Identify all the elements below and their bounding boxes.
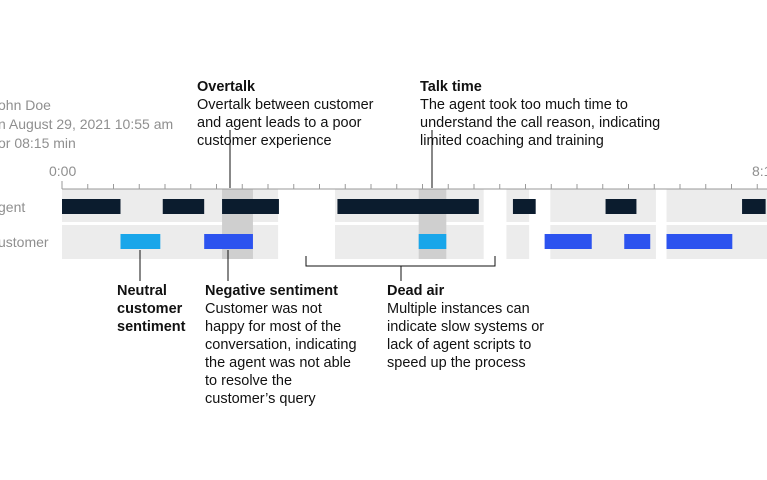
dead-air-gap — [483, 189, 507, 259]
dead-air-gap — [655, 189, 667, 259]
dead-air-line: speed up the process — [387, 355, 526, 371]
talk-time-line: understand the call reason, indicating — [420, 115, 661, 131]
customer-negative-bar — [666, 234, 733, 249]
agent-speech-bar — [222, 199, 279, 214]
customer-negative-bar — [544, 234, 592, 249]
customer-neutral-bar — [120, 234, 161, 249]
dead-air-gap — [278, 189, 335, 259]
dead-air-annotation: Dead air Multiple instances can indicate… — [387, 282, 544, 372]
dead-air-line: Multiple instances can — [387, 301, 530, 317]
agent-speech-bar — [162, 199, 205, 214]
agent-speech-bar — [62, 199, 121, 214]
overtalk-annotation: Overtalk Overtalk between customer and a… — [197, 78, 374, 150]
neutral-annotation: Neutral customer sentiment — [117, 282, 186, 336]
negative-line: conversation, indicating — [205, 337, 357, 353]
caller-name: ohn Doe — [0, 97, 51, 113]
negative-line: Customer was not — [205, 301, 322, 317]
overtalk-line: Overtalk between customer — [197, 97, 374, 113]
agent-speech-bar — [742, 199, 766, 214]
dead-air-title: Dead air — [387, 283, 445, 299]
agent-speech-bar — [605, 199, 637, 214]
customer-negative-bar — [624, 234, 651, 249]
neutral-title-line: customer — [117, 301, 183, 317]
agent-row-label: gent — [0, 199, 26, 215]
talk-time-title: Talk time — [420, 79, 482, 95]
customer-negative-bar — [204, 234, 253, 249]
negative-line: customer’s query — [205, 391, 316, 407]
negative-line: to resolve the — [205, 373, 293, 389]
agent-speech-bar — [337, 199, 479, 214]
call-duration: or 08:15 min — [0, 135, 76, 151]
talk-time-line: The agent took too much time to — [420, 97, 628, 113]
row-separator — [62, 222, 767, 225]
overtalk-line: and agent leads to a poor — [197, 115, 362, 131]
overtalk-title: Overtalk — [197, 79, 256, 95]
neutral-title-line: sentiment — [117, 319, 186, 335]
dead-air-line: indicate slow systems or — [387, 319, 545, 335]
timeline-end-label: 8:1 — [752, 163, 767, 179]
neutral-title-line: Neutral — [117, 283, 167, 299]
talk-time-annotation: Talk time The agent took too much time t… — [420, 78, 660, 150]
agent-speech-bar — [512, 199, 536, 214]
timeline-start-label: 0:00 — [49, 163, 77, 179]
talk-time-line: limited coaching and training — [420, 133, 604, 149]
negative-annotation: Negative sentiment Customer was not happ… — [205, 282, 357, 408]
dead-air-line: lack of agent scripts to — [387, 337, 532, 353]
negative-line: the agent was not able — [205, 355, 351, 371]
call-date: n August 29, 2021 10:55 am — [0, 116, 174, 132]
customer-row-label: ustomer — [0, 234, 49, 250]
negative-title: Negative sentiment — [205, 283, 338, 299]
customer-neutral-bar — [418, 234, 447, 249]
overtalk-line: customer experience — [197, 133, 332, 149]
negative-line: happy for most of the — [205, 319, 342, 335]
